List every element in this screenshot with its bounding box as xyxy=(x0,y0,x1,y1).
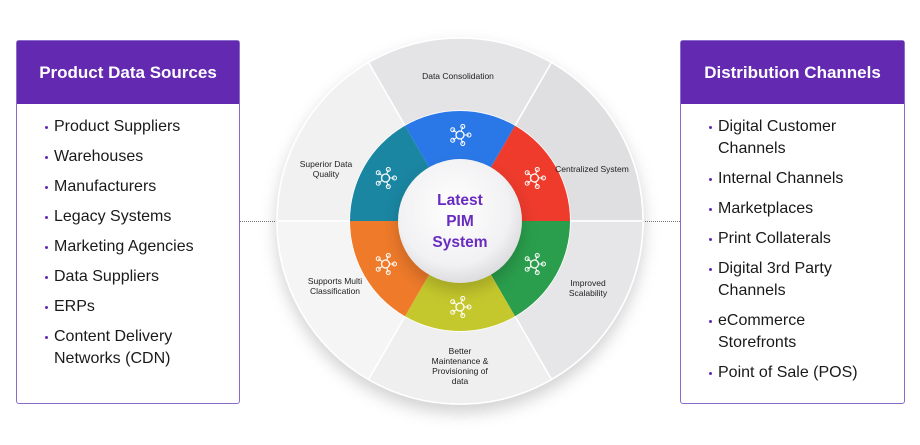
global-network-icon xyxy=(524,166,546,190)
list-item: Digital Customer Channels xyxy=(709,116,877,160)
bullet-icon xyxy=(45,246,48,249)
list-item: Content Delivery Networks (CDN) xyxy=(45,326,223,370)
segment-label: Better Maintenance & Provisioning of dat… xyxy=(431,346,489,386)
segment-label: Superior Data Quality xyxy=(299,159,353,179)
distribution-channels-panel: Distribution Channels Digital Customer C… xyxy=(680,40,905,404)
list-item-label: Marketing Agencies xyxy=(54,238,194,255)
inner-segment-data-consolidation xyxy=(405,110,515,170)
database-gear-icon xyxy=(450,295,472,319)
list-item: ERPs xyxy=(45,296,223,318)
bullet-icon xyxy=(45,306,48,309)
list-item-label: Internal Channels xyxy=(718,170,844,187)
right-connector-line xyxy=(643,221,680,222)
list-item: Point of Sale (POS) xyxy=(709,362,877,384)
bullet-icon xyxy=(709,238,712,241)
list-item-label: Digital Customer Channels xyxy=(718,118,837,157)
list-item: Legacy Systems xyxy=(45,206,223,228)
list-item-label: Point of Sale (POS) xyxy=(718,364,858,381)
bullet-icon xyxy=(45,216,48,219)
list-item-label: Product Suppliers xyxy=(54,118,181,135)
inner-segment-better-maintenance-provisioning-of-data xyxy=(405,272,515,331)
list-item: Internal Channels xyxy=(709,168,877,190)
center-hub xyxy=(398,159,522,283)
inner-segment-improved-scalability xyxy=(490,221,570,317)
database-sync-icon xyxy=(450,123,472,147)
inner-segment-superior-data-quality xyxy=(350,125,430,221)
segment-label: Centralized System xyxy=(555,164,629,174)
list-item-label: eCommerce Storefronts xyxy=(718,312,806,351)
list-item: Product Suppliers xyxy=(45,116,223,138)
left-connector-line xyxy=(240,221,277,222)
list-item: Marketplaces xyxy=(709,198,877,220)
cloud-devices-icon xyxy=(524,252,546,276)
list-item-label: Data Suppliers xyxy=(54,268,159,285)
center-title: Latest PIM System xyxy=(432,191,488,251)
database-badge-icon xyxy=(375,166,398,190)
panel-title: Distribution Channels xyxy=(681,41,904,104)
list-item-label: Digital 3rd Party Channels xyxy=(718,260,832,299)
list-item: Data Suppliers xyxy=(45,266,223,288)
bullet-icon xyxy=(709,178,712,181)
hub-network-icon xyxy=(375,252,398,276)
segment-label: Data Consolidation xyxy=(422,71,494,81)
inner-segment-centralized-system xyxy=(490,125,570,221)
list-item: eCommerce Storefronts xyxy=(709,310,877,354)
panel-title: Product Data Sources xyxy=(17,41,239,104)
list-item: Marketing Agencies xyxy=(45,236,223,258)
bullet-icon xyxy=(45,336,48,339)
list-item-label: ERPs xyxy=(54,298,95,315)
list-item-label: Print Collaterals xyxy=(718,230,831,247)
bullet-icon xyxy=(709,320,712,323)
inner-segment-supports-multi-classification xyxy=(349,221,430,317)
list-item-label: Manufacturers xyxy=(54,178,157,195)
list-item-label: Marketplaces xyxy=(718,200,814,217)
list-item: Manufacturers xyxy=(45,176,223,198)
bullet-icon xyxy=(45,126,48,129)
bullet-icon xyxy=(709,208,712,211)
bullet-icon xyxy=(45,276,48,279)
bullet-icon xyxy=(709,268,712,271)
bullet-icon xyxy=(45,156,48,159)
bullet-icon xyxy=(709,372,712,375)
list-item: Digital 3rd Party Channels xyxy=(709,258,877,302)
list-item-label: Warehouses xyxy=(54,148,144,165)
list-item: Print Collaterals xyxy=(709,228,877,250)
list-item-label: Legacy Systems xyxy=(54,208,172,225)
list-item: Warehouses xyxy=(45,146,223,168)
bullet-icon xyxy=(45,186,48,189)
segment-label: Supports Multi Classification xyxy=(307,276,363,296)
segment-label: Improved Scalability xyxy=(568,278,608,298)
bullet-icon xyxy=(709,126,712,129)
list-item-label: Content Delivery Networks (CDN) xyxy=(54,328,173,367)
